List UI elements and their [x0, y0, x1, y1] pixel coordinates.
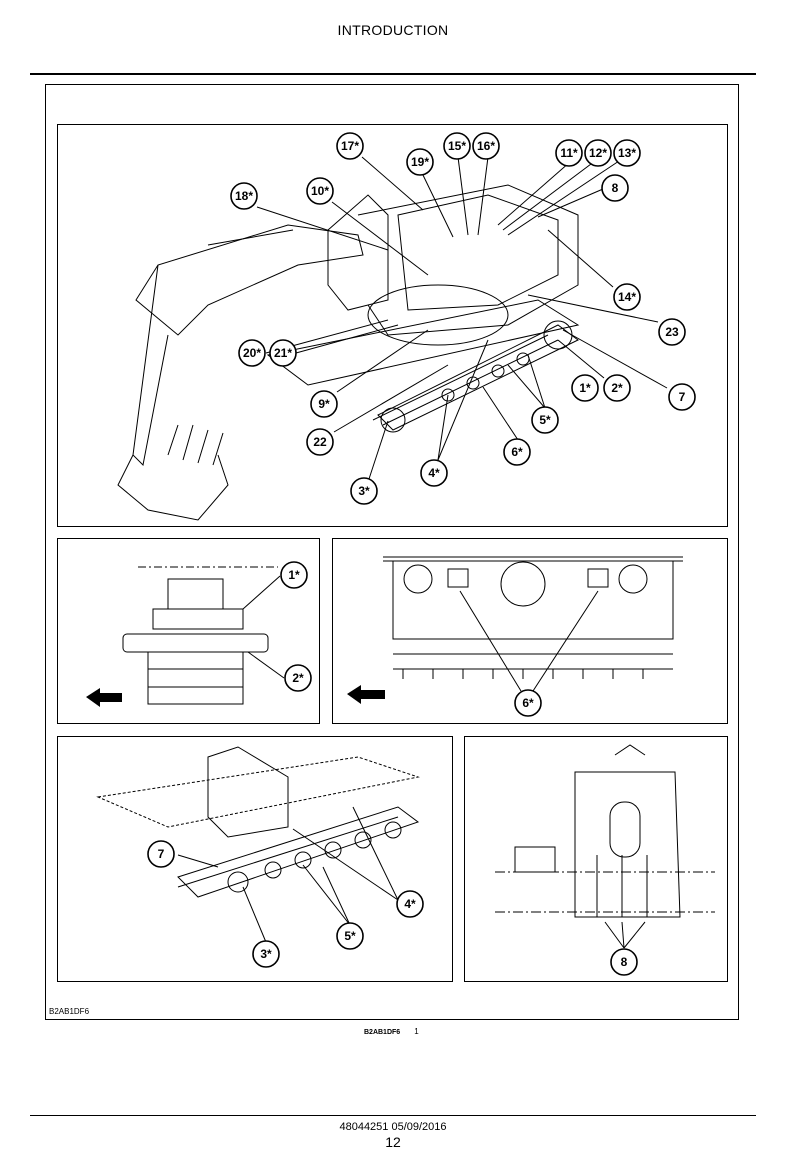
- mounting-bolts-drawing: 8: [495, 744, 715, 976]
- callout-3: 3*: [350, 477, 378, 505]
- svg-text:4*: 4*: [428, 466, 440, 480]
- header-rule: [30, 73, 756, 75]
- svg-text:12*: 12*: [589, 146, 607, 160]
- direction-arrow-icon: [347, 685, 385, 704]
- svg-text:8: 8: [612, 181, 619, 195]
- svg-text:15*: 15*: [448, 139, 466, 153]
- svg-text:4*: 4*: [404, 897, 416, 911]
- callout-14: 14*: [613, 283, 641, 311]
- callout-2: 2*: [603, 374, 631, 402]
- detail4-callout-8: 8: [610, 948, 638, 976]
- svg-text:2*: 2*: [292, 671, 304, 685]
- track-frame-drawing: 6*: [347, 556, 683, 717]
- svg-text:20*: 20*: [243, 346, 261, 360]
- callout-16: 16*: [472, 132, 500, 160]
- detail3-callout-4: 4*: [396, 890, 424, 918]
- figure-caption-code: B2AB1DF6: [364, 1029, 401, 1036]
- svg-text:3*: 3*: [260, 947, 272, 961]
- undercarriage-drawing: 7 4* 5* 3*: [96, 746, 424, 968]
- detail3-callout-5: 5*: [336, 922, 364, 950]
- page-header-title: INTRODUCTION: [337, 22, 449, 38]
- svg-text:19*: 19*: [411, 155, 429, 169]
- footer-rule: [30, 1115, 756, 1116]
- travel-motor-drawing: 1* 2*: [86, 561, 312, 707]
- svg-text:1*: 1*: [579, 381, 591, 395]
- callout-9: 9*: [310, 390, 338, 418]
- callout-19: 19*: [406, 148, 434, 176]
- callout-10: 10*: [306, 177, 334, 205]
- svg-text:7: 7: [679, 390, 686, 404]
- detail1-callout-1: 1*: [280, 561, 308, 589]
- callout-15: 15*: [443, 132, 471, 160]
- footer-doc-id: 48044251 05/09/2016: [339, 1121, 447, 1133]
- callout-17: 17*: [336, 132, 364, 160]
- svg-text:8: 8: [621, 955, 628, 969]
- detail3-callout-3: 3*: [252, 940, 280, 968]
- main-illustration-panel: 17* 15* 16* 19* 11* 12* 13* 8 10* 18* 14…: [57, 124, 728, 527]
- svg-text:3*: 3*: [358, 484, 370, 498]
- svg-text:1*: 1*: [288, 568, 300, 582]
- footer-page-number: 12: [385, 1134, 401, 1150]
- callout-4: 4*: [420, 459, 448, 487]
- svg-text:9*: 9*: [318, 397, 330, 411]
- detail-panel-undercarriage: 7 4* 5* 3*: [57, 736, 453, 982]
- callout-6: 6*: [503, 438, 531, 466]
- svg-text:17*: 17*: [341, 139, 359, 153]
- figure-reference-label: B2AB1DF6: [49, 1007, 90, 1016]
- svg-text:22: 22: [313, 435, 327, 449]
- callout-22: 22: [306, 428, 334, 456]
- detail1-callout-2: 2*: [284, 664, 312, 692]
- svg-text:5*: 5*: [539, 413, 551, 427]
- callout-18: 18*: [230, 182, 258, 210]
- svg-text:14*: 14*: [618, 290, 636, 304]
- callout-7: 7: [668, 383, 696, 411]
- svg-text:13*: 13*: [618, 146, 636, 160]
- callout-1: 1*: [571, 374, 599, 402]
- svg-text:18*: 18*: [235, 189, 253, 203]
- svg-text:16*: 16*: [477, 139, 495, 153]
- callout-5: 5*: [531, 406, 559, 434]
- svg-text:21*: 21*: [274, 346, 292, 360]
- callout-21: 21*: [269, 339, 297, 367]
- excavator-drawing: 17* 15* 16* 19* 11* 12* 13* 8 10* 18* 14…: [117, 132, 696, 521]
- svg-text:5*: 5*: [344, 929, 356, 943]
- svg-text:7: 7: [158, 847, 165, 861]
- svg-text:2*: 2*: [611, 381, 623, 395]
- direction-arrow-icon: [86, 688, 122, 707]
- callout-20: 20*: [238, 339, 266, 367]
- figure-frame: [45, 84, 739, 1020]
- detail-panel-mounting-bolts: 8: [464, 736, 728, 982]
- svg-text:23: 23: [665, 325, 679, 339]
- callout-11: 11*: [555, 139, 583, 167]
- detail-panel-track-frame: 6*: [332, 538, 728, 724]
- detail-panel-travel-motor: 1* 2*: [57, 538, 320, 724]
- figure-caption-number: 1: [414, 1027, 419, 1036]
- figure-caption: B2AB1DF6 1: [364, 1027, 419, 1036]
- svg-text:6*: 6*: [522, 696, 534, 710]
- callout-8: 8: [601, 174, 629, 202]
- callout-23: 23: [658, 318, 686, 346]
- svg-text:6*: 6*: [511, 445, 523, 459]
- detail2-callout-6: 6*: [514, 689, 542, 717]
- callout-12: 12*: [584, 139, 612, 167]
- svg-text:10*: 10*: [311, 184, 329, 198]
- detail3-callout-7: 7: [147, 840, 175, 868]
- callout-13: 13*: [613, 139, 641, 167]
- svg-text:11*: 11*: [560, 146, 578, 160]
